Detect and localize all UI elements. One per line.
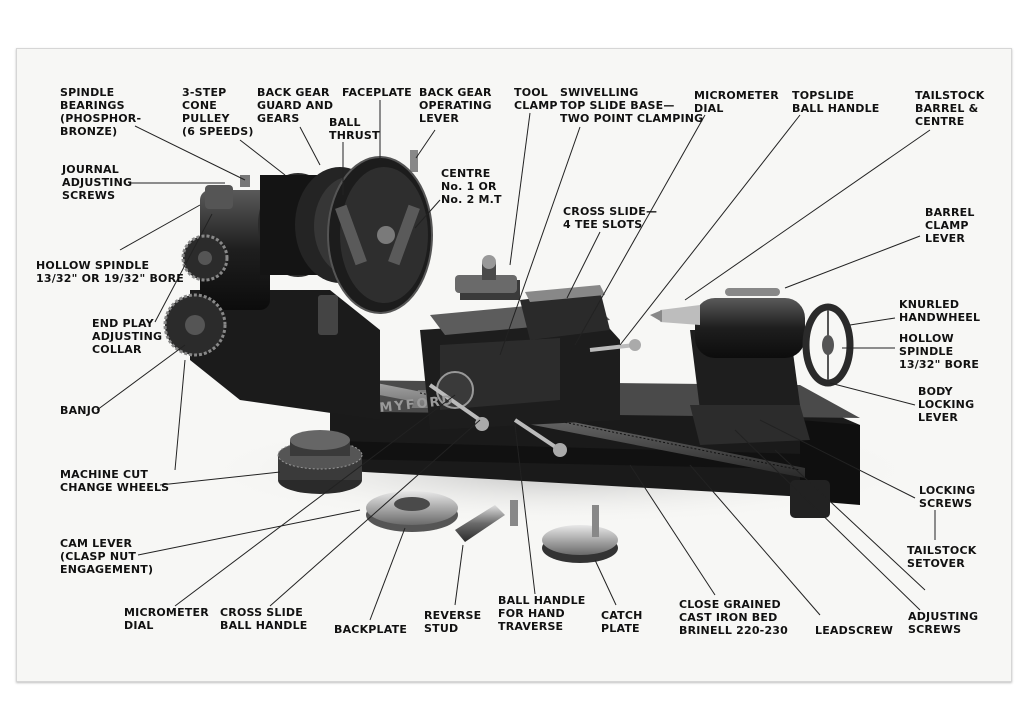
- label-leadscrew: LEADSCREW: [815, 624, 894, 637]
- leader-tailstock-barrel: [684, 129, 931, 301]
- leader-back-gear-lever: [415, 129, 436, 159]
- label-backplate: BACKPLATE: [334, 623, 408, 636]
- leader-cone-pulley: [239, 139, 286, 176]
- label-tailstock-setover: TAILSTOCK SETOVER: [907, 544, 977, 570]
- label-reverse-stud: REVERSE STUD: [424, 609, 482, 635]
- leader-barrel-clamp: [784, 235, 921, 289]
- leader-micrometer-dial-top: [574, 114, 706, 346]
- label-spindle-bearings: SPINDLE BEARINGS (PHOSPHOR- BRONZE): [60, 86, 142, 138]
- label-ball-thrust: BALL THRUST: [329, 116, 380, 142]
- label-topslide-ball-handle: TOPSLIDE BALL HANDLE: [792, 89, 880, 115]
- label-swivelling-base: SWIVELLING TOP SLIDE BASE— TWO POINT CLA…: [560, 86, 704, 125]
- label-faceplate: FACEPLATE: [342, 86, 412, 99]
- leader-adjusting-screws-b: [774, 449, 926, 591]
- leader-lines: [96, 100, 936, 621]
- label-close-grained-bed: CLOSE GRAINED CAST IRON BED BRINELL 220-…: [679, 598, 789, 637]
- label-knurled-handwheel: KNURLED HANDWHEEL: [899, 298, 981, 324]
- change-wheels-stack: [277, 430, 363, 494]
- leader-topslide-ball: [619, 114, 801, 346]
- label-micrometer-dial-top: MICROMETER DIAL: [694, 89, 779, 115]
- leader-ball-handle-traverse: [514, 424, 536, 595]
- label-centre: CENTRE No. 1 OR No. 2 M.T: [441, 167, 502, 206]
- tailstock: [650, 288, 854, 445]
- catch-plate-disc: [542, 505, 618, 563]
- label-barrel-clamp-lever: BARREL CLAMP LEVER: [925, 206, 975, 245]
- leader-change-wheels-a: [159, 471, 281, 486]
- label-hollow-spindle-right: HOLLOW SPINDLE 13/32" BORE: [899, 332, 980, 371]
- leader-catch-plate: [594, 559, 617, 606]
- leader-change-wheels-b: [174, 359, 186, 471]
- leader-tool-clamp: [509, 112, 531, 266]
- label-ball-handle-traverse: BALL HANDLE FOR HAND TRAVERSE: [498, 594, 586, 633]
- leader-end-play-collar: [154, 213, 213, 323]
- label-adjusting-screws: ADJUSTING SCREWS: [908, 610, 979, 636]
- leader-back-gear-guard: [299, 126, 321, 166]
- label-journal-screws: JOURNAL ADJUSTING SCREWS: [62, 163, 133, 202]
- leader-banjo: [96, 344, 186, 411]
- label-catch-plate: CATCH PLATE: [601, 609, 643, 635]
- leader-reverse-stud: [454, 544, 464, 606]
- label-hollow-spindle-left: HOLLOW SPINDLE 13/32" OR 19/32" BORE: [36, 259, 184, 285]
- label-locking-screws: LOCKING SCREWS: [919, 484, 976, 510]
- leader-close-grained-bed: [629, 464, 716, 596]
- label-tool-clamp: TOOL CLAMP: [514, 86, 558, 112]
- label-tailstock-barrel: TAILSTOCK BARREL & CENTRE: [915, 89, 985, 128]
- leader-backplate: [369, 527, 406, 621]
- leader-cross-slide-slots: [566, 231, 601, 299]
- label-cross-slide-ball-handle: CROSS SLIDE BALL HANDLE: [220, 606, 308, 632]
- label-back-gear-guard: BACK GEAR GUARD AND GEARS: [257, 86, 334, 125]
- label-back-gear-lever: BACK GEAR OPERATING LEVER: [419, 86, 492, 125]
- saddle-and-apron: [420, 300, 620, 457]
- leader-centre: [414, 199, 441, 229]
- leader-spindle-bearings: [134, 125, 246, 181]
- label-cone-pulley: 3-STEP CONE PULLEY (6 SPEEDS): [182, 86, 254, 138]
- leader-cross-slide-ball: [269, 419, 481, 607]
- leader-leadscrew: [689, 464, 821, 616]
- backplate-disc: [366, 491, 458, 532]
- label-cross-slide-slots: CROSS SLIDE— 4 TEE SLOTS: [563, 205, 658, 231]
- leader-hollow-spindle-left: [119, 204, 201, 251]
- leader-body-locking: [829, 382, 916, 406]
- cross-slide-assembly: [455, 255, 641, 352]
- leader-adjusting-screws-a: [734, 429, 921, 611]
- change-gear-train: [163, 234, 229, 357]
- label-micrometer-dial-bottom: MICROMETER DIAL: [124, 606, 209, 632]
- label-banjo: BANJO: [60, 404, 101, 417]
- label-cam-lever: CAM LEVER (CLASP NUT ENGAGEMENT): [60, 537, 154, 576]
- reverse-stud-part: [455, 500, 518, 542]
- label-change-wheels: MACHINE CUT CHANGE WHEELS: [60, 468, 170, 494]
- leader-knurled-handwheel: [849, 317, 896, 326]
- leader-locking-screws: [759, 419, 916, 499]
- leader-cam-lever: [137, 509, 361, 556]
- label-end-play-collar: END PLAY ADJUSTING COLLAR: [92, 317, 163, 356]
- faceplate-disc: [327, 156, 433, 314]
- label-body-locking-lever: BODY LOCKING LEVER: [918, 385, 975, 424]
- leader-swivelling-base: [499, 126, 581, 356]
- leader-micrometer-dial-bottom: [174, 394, 456, 607]
